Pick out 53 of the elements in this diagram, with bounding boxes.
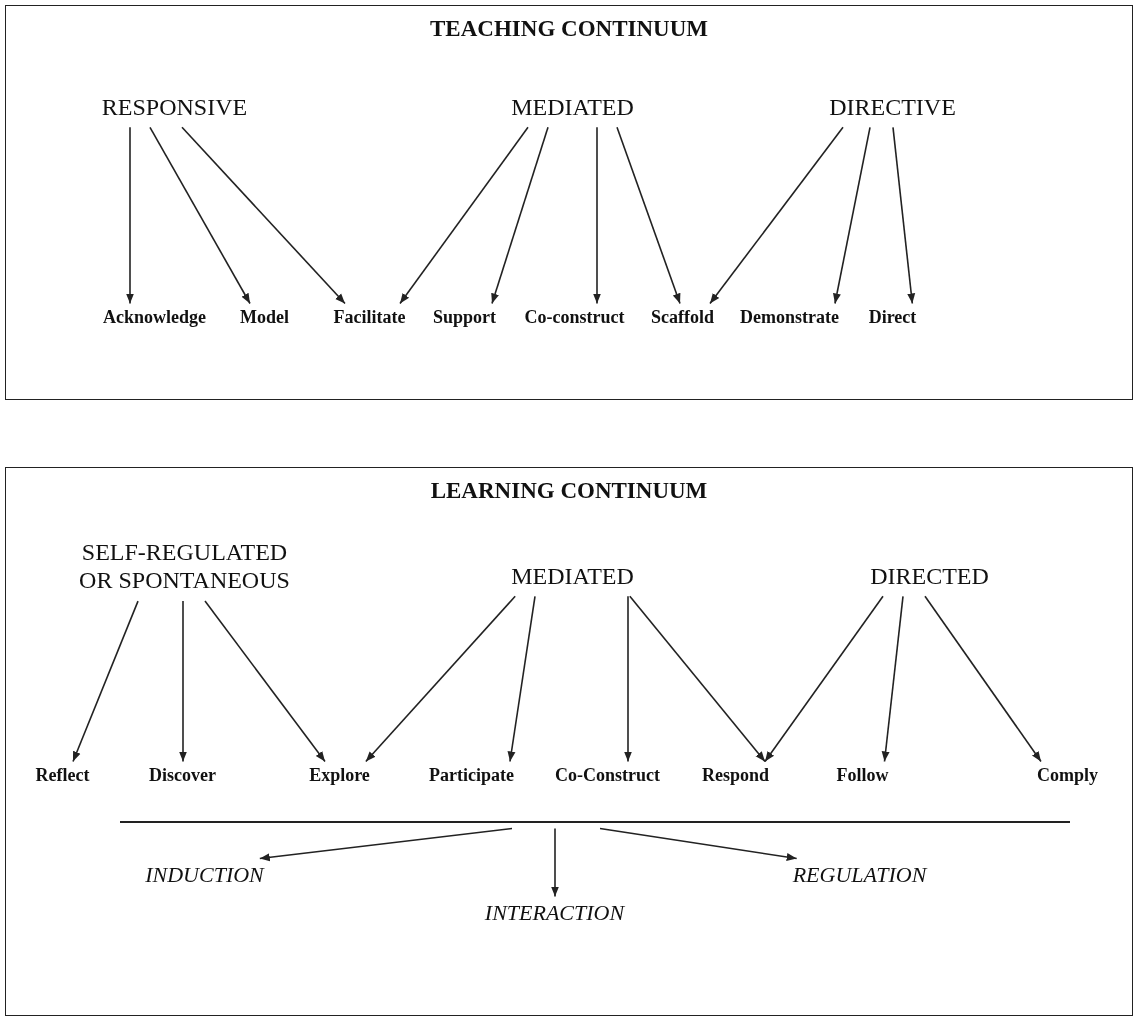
strategy-label: Participate [429, 764, 514, 786]
panel-heading: TEACHING CONTINUUM [429, 16, 709, 42]
arrow [149, 126, 251, 305]
arrow [181, 126, 346, 305]
arrow [126, 126, 134, 305]
category-label: DIRECTIVE [829, 92, 956, 122]
strategy-label: Model [240, 306, 289, 328]
arrow [399, 126, 529, 305]
arrow [365, 595, 516, 763]
arrow [491, 126, 549, 305]
panel-heading: LEARNING CONTINUUM [429, 478, 709, 504]
arrow [892, 126, 916, 305]
arrow [709, 126, 844, 305]
arrow [551, 827, 559, 898]
arrow [881, 595, 904, 763]
outcome-label: INDUCTION [145, 861, 264, 888]
strategy-label: Explore [309, 764, 370, 786]
arrow [72, 600, 139, 763]
strategy-label: Direct [868, 306, 917, 328]
strategy-label: Respond [702, 764, 769, 786]
divider-line [119, 820, 1070, 823]
strategy-label: Co-Construct [555, 764, 660, 786]
arrow [629, 595, 766, 763]
panel-frame [5, 5, 1133, 400]
strategy-label: Reflect [35, 764, 90, 786]
arrow [599, 827, 798, 861]
category-label: MEDIATED [511, 92, 634, 122]
arrow [204, 600, 326, 763]
arrow [179, 600, 187, 763]
strategy-label: Comply [1037, 764, 1098, 786]
arrow [259, 827, 513, 862]
strategy-label: Co-construct [524, 306, 625, 328]
strategy-label: Follow [836, 764, 889, 786]
strategy-label: Acknowledge [103, 306, 206, 328]
panel-frame [5, 467, 1133, 1016]
strategy-label: Scaffold [651, 306, 714, 328]
category-label: MEDIATED [511, 561, 634, 591]
arrow [507, 595, 536, 763]
arrow [624, 595, 632, 763]
outcome-label: REGULATION [792, 861, 927, 888]
arrow [593, 126, 601, 305]
strategy-label: Demonstrate [740, 306, 839, 328]
arrow [924, 595, 1042, 763]
category-label: DIRECTED [870, 561, 989, 591]
outcome-label: INTERACTION [484, 899, 625, 926]
strategy-label: Support [433, 306, 496, 328]
strategy-label: Facilitate [333, 306, 406, 328]
arrow [616, 126, 681, 305]
arrow [764, 595, 884, 763]
category-label: RESPONSIVE [101, 92, 248, 122]
arrow [833, 126, 871, 305]
category-label: SELF-REGULATED OR SPONTANEOUS [72, 537, 297, 596]
strategy-label: Discover [149, 764, 216, 786]
